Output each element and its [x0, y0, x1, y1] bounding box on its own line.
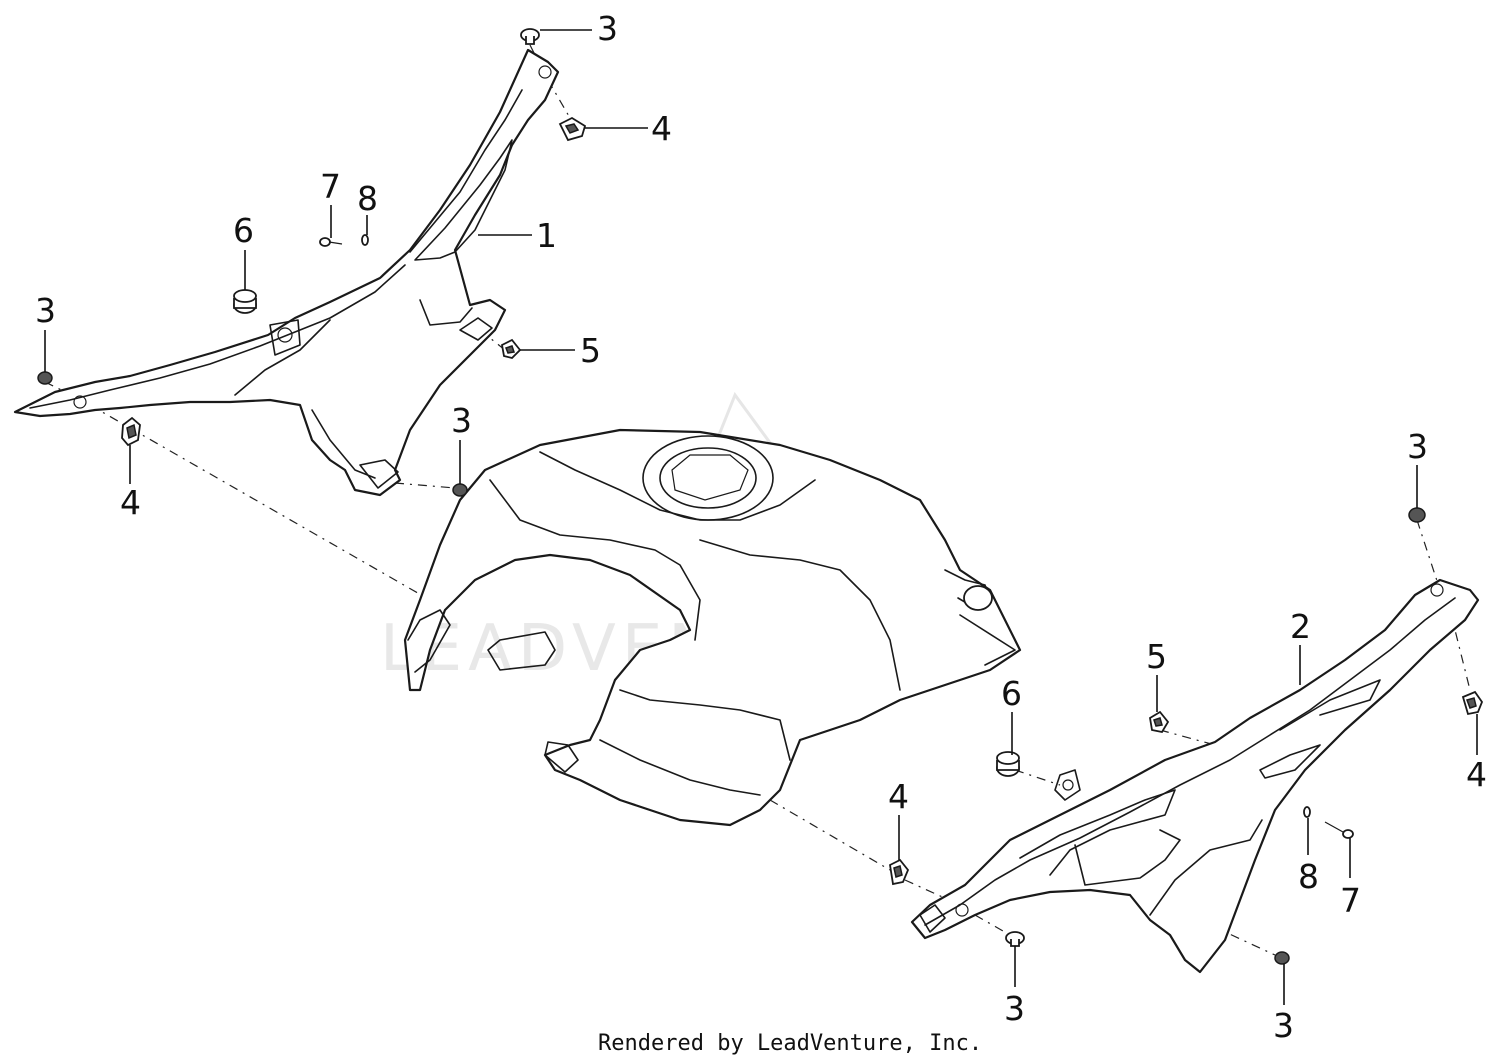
callout-3-bottom-center: 3 — [1004, 989, 1025, 1028]
clip-5-right — [1149, 710, 1170, 734]
clip-4-top — [558, 116, 587, 142]
clip-4-right — [1461, 690, 1484, 716]
screw-3-center — [452, 483, 468, 497]
right-side-cover — [910, 578, 1480, 974]
callout-8-right: 8 — [1298, 857, 1319, 896]
callout-5-right: 5 — [1146, 637, 1167, 676]
callout-8-left: 8 — [357, 179, 378, 218]
clip-4-center — [889, 858, 910, 886]
washer-8-right — [1303, 806, 1311, 818]
callout-4-center: 4 — [888, 777, 909, 816]
callouts: 3 4 7 8 1 6 3 5 3 4 3 2 5 6 4 4 8 7 3 3 — [35, 9, 1487, 1045]
callout-4-top: 4 — [651, 109, 672, 148]
callout-6-right: 6 — [1001, 674, 1022, 713]
washer-8-left — [361, 234, 369, 246]
callout-7-left: 7 — [320, 167, 341, 206]
screw-3-bottom-center — [1005, 931, 1025, 947]
screw-7-right — [1324, 821, 1354, 839]
callout-7-right: 7 — [1340, 881, 1361, 920]
callout-5-left: 5 — [580, 331, 601, 370]
screw-3-bottom-right — [1274, 951, 1290, 965]
callout-2: 2 — [1290, 607, 1311, 646]
hardware-left — [37, 28, 587, 497]
callout-4-right: 4 — [1466, 755, 1487, 794]
callout-3-bottom-right: 3 — [1273, 1006, 1294, 1045]
hardware-right — [889, 507, 1484, 965]
footer-credit: Rendered by LeadVenture, Inc. — [598, 1031, 982, 1056]
screw-7-left — [319, 237, 343, 247]
callout-4-left: 4 — [120, 483, 141, 522]
fuel-tank — [403, 428, 1022, 827]
callout-3-left: 3 — [35, 291, 56, 330]
screw-3-top — [520, 28, 540, 45]
left-side-cover — [13, 48, 560, 497]
leader-lines — [44, 29, 1478, 1005]
clip-5-left — [500, 338, 522, 359]
callout-3-right: 3 — [1407, 427, 1428, 466]
grommet-6-left — [233, 289, 257, 314]
callout-1: 1 — [536, 216, 557, 255]
clip-4-left — [121, 416, 141, 447]
callout-6-left: 6 — [233, 211, 254, 250]
screw-3-left — [37, 371, 53, 385]
callout-3-center: 3 — [451, 401, 472, 440]
screw-3-right — [1408, 507, 1426, 523]
grommet-6-right — [996, 751, 1020, 777]
callout-3-top: 3 — [597, 9, 618, 48]
